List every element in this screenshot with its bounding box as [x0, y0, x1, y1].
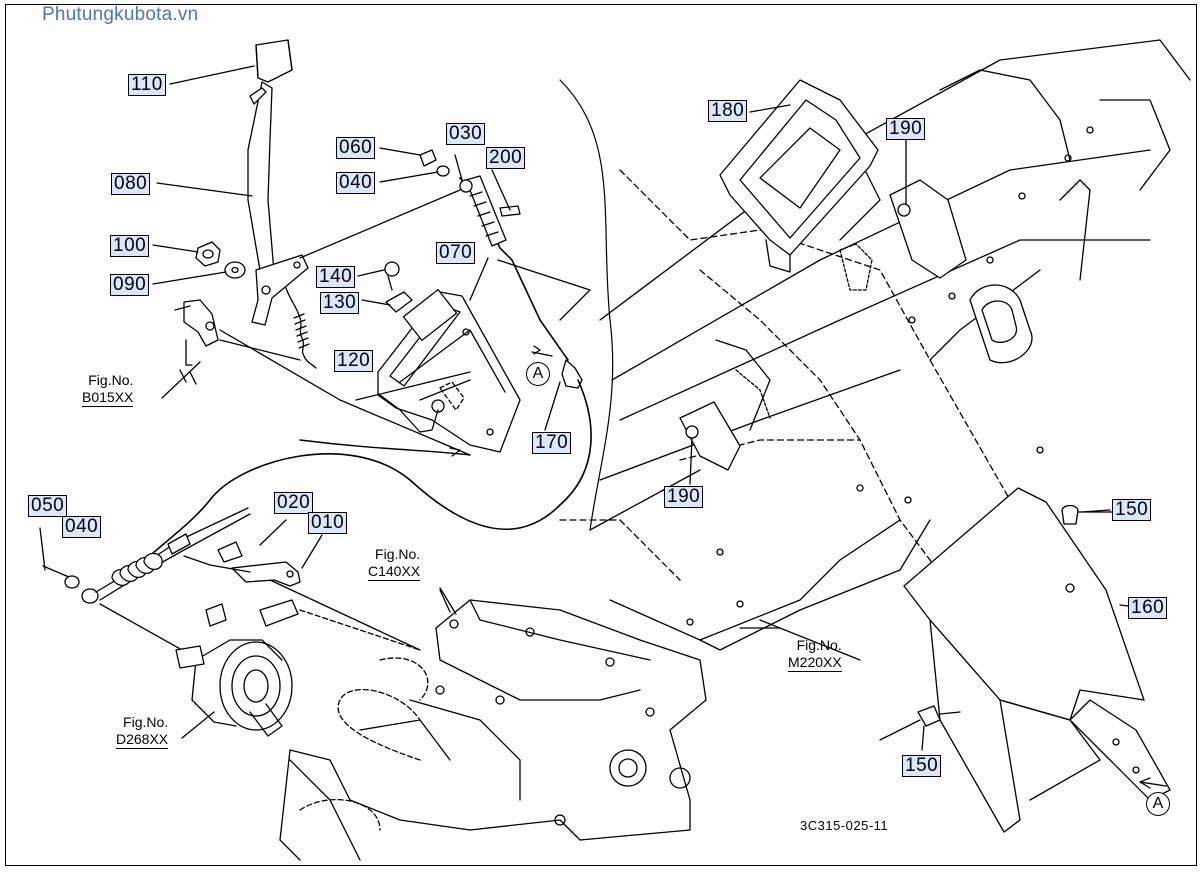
view-marker-a-upper: A: [526, 362, 550, 386]
diagram-frame: [5, 4, 1197, 866]
fig-ref-code: B015XX: [82, 389, 134, 407]
part-label-060[interactable]: 060: [336, 137, 376, 159]
part-label-010[interactable]: 010: [308, 512, 348, 534]
part-label-090[interactable]: 090: [110, 274, 150, 296]
part-label-190-lower[interactable]: 190: [664, 486, 704, 508]
part-label-180[interactable]: 180: [708, 100, 748, 122]
part-label-040-lower[interactable]: 040: [62, 516, 102, 538]
part-label-160[interactable]: 160: [1128, 597, 1168, 619]
part-label-080[interactable]: 080: [111, 173, 151, 195]
watermark-text: Phutungkubota.vn: [42, 4, 199, 25]
part-label-050[interactable]: 050: [28, 495, 68, 517]
part-label-040-upper[interactable]: 040: [336, 172, 376, 194]
fig-ref-m220[interactable]: Fig.No. M220XX: [788, 637, 842, 672]
part-label-110[interactable]: 110: [128, 74, 166, 96]
part-label-140[interactable]: 140: [316, 266, 356, 288]
fig-ref-label: Fig.No.: [796, 637, 842, 653]
fig-ref-label: Fig.No.: [88, 372, 134, 388]
part-label-130[interactable]: 130: [320, 292, 360, 314]
fig-ref-d268[interactable]: Fig.No. D268XX: [116, 714, 169, 749]
fig-ref-code: D268XX: [116, 731, 169, 749]
view-marker-a-lower: A: [1146, 792, 1170, 816]
part-label-190-upper[interactable]: 190: [886, 118, 926, 140]
part-label-200[interactable]: 200: [486, 147, 526, 169]
fig-ref-label: Fig.No.: [123, 714, 169, 730]
fig-ref-b015[interactable]: Fig.No. B015XX: [82, 372, 134, 407]
part-label-150-lower[interactable]: 150: [902, 755, 942, 777]
fig-ref-code: M220XX: [788, 654, 842, 672]
part-label-020[interactable]: 020: [274, 492, 314, 514]
fig-ref-c140[interactable]: Fig.No. C140XX: [368, 546, 421, 581]
part-label-120[interactable]: 120: [334, 350, 374, 372]
part-label-150-upper[interactable]: 150: [1112, 499, 1152, 521]
fig-ref-code: C140XX: [368, 563, 421, 581]
drawing-code: 3C315-025-11: [800, 818, 889, 833]
part-label-100[interactable]: 100: [110, 235, 150, 257]
part-label-030[interactable]: 030: [446, 123, 486, 145]
part-label-170[interactable]: 170: [532, 432, 572, 454]
part-label-070[interactable]: 070: [436, 242, 476, 264]
fig-ref-label: Fig.No.: [375, 546, 421, 562]
